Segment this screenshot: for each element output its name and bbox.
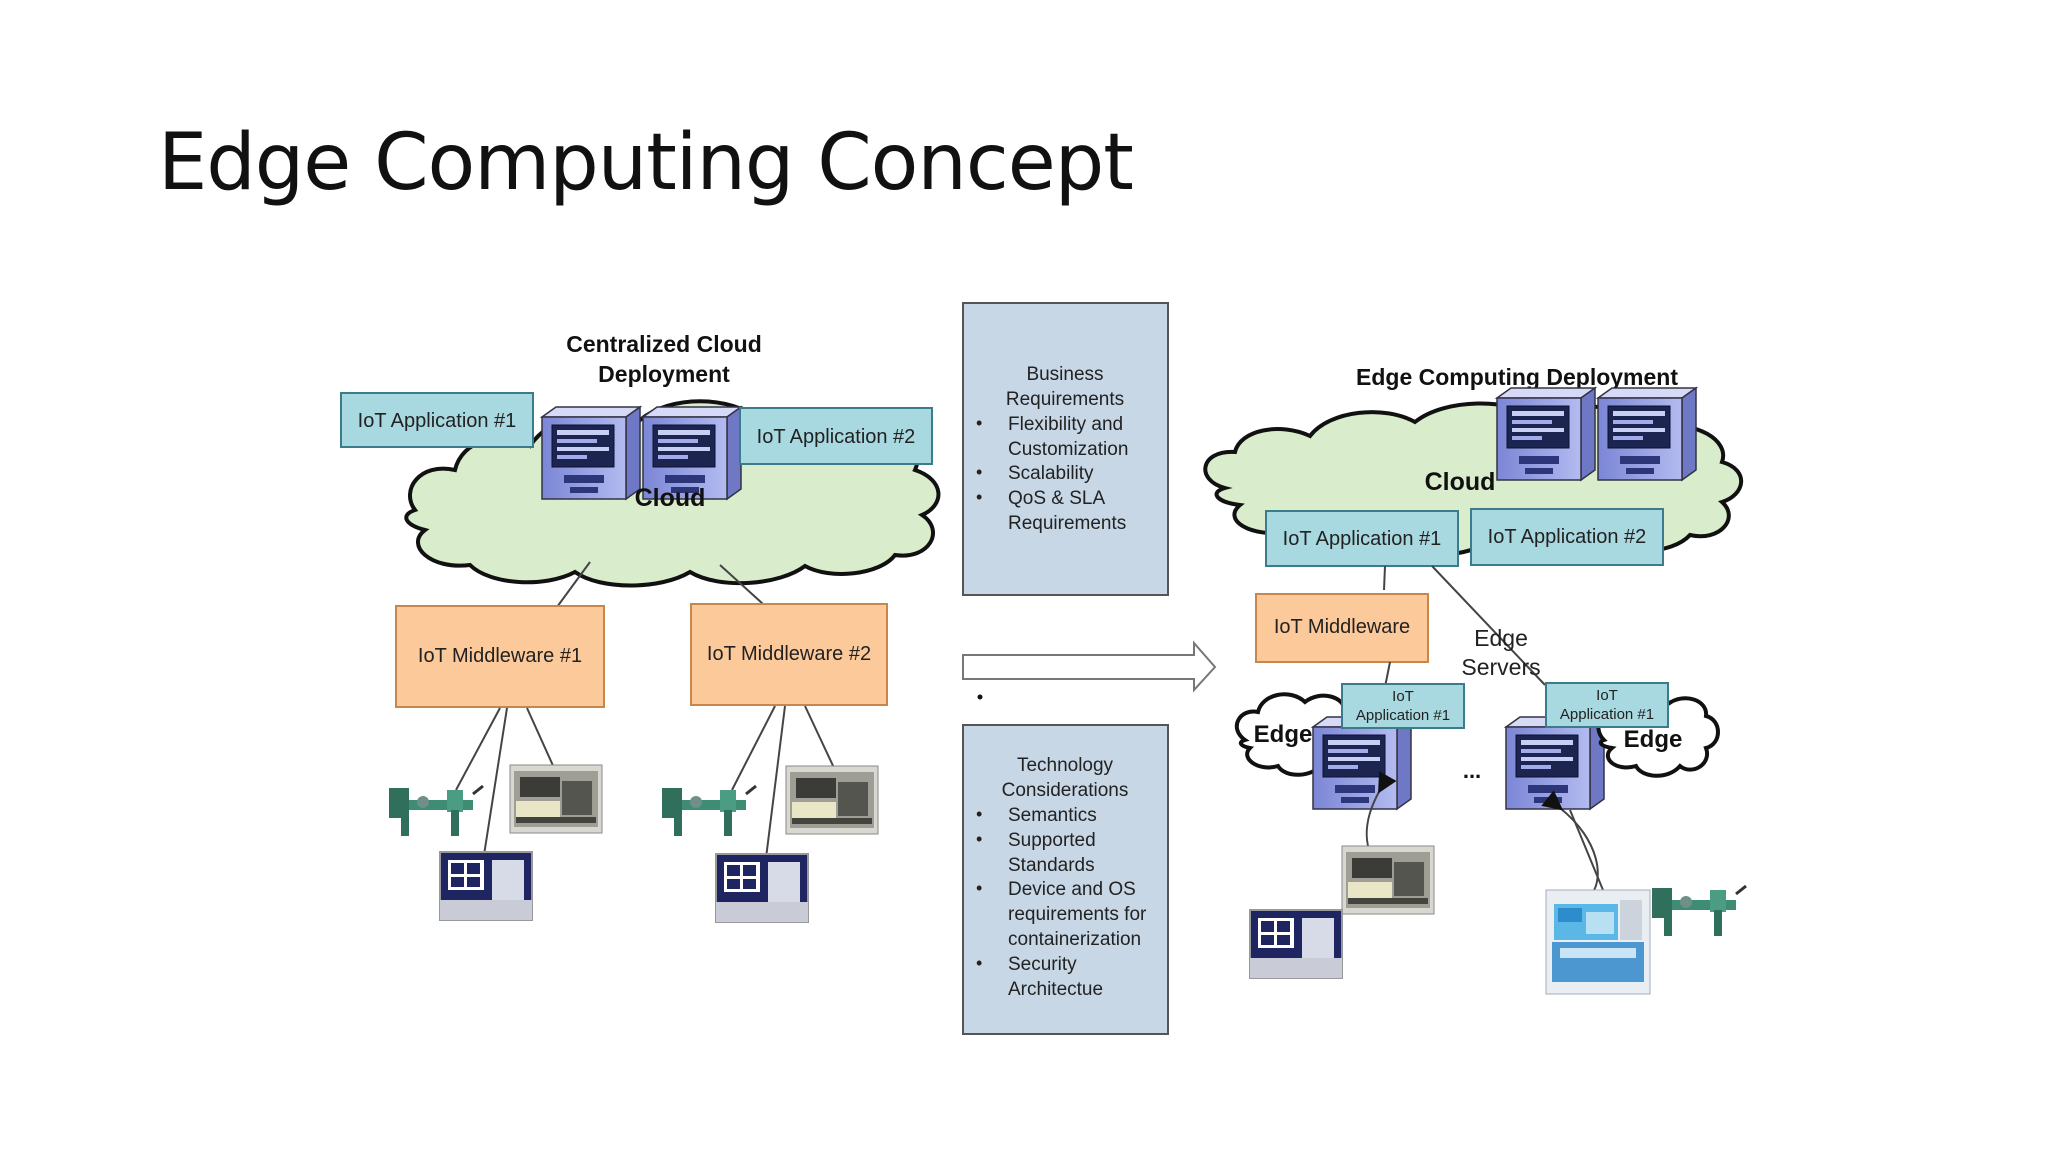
edge-app-right-line1: IoT	[1596, 687, 1618, 704]
left-app2-label: IoT Application #2	[757, 426, 916, 448]
right-cloud-label: Cloud	[1425, 468, 1496, 496]
right-cnc	[1249, 909, 1343, 979]
technology-bullet: •	[976, 829, 982, 849]
edge-app-right-line2: Application #1	[1560, 706, 1654, 723]
technology-panel	[962, 724, 1169, 1035]
right-app1-label: IoT Application #1	[1283, 528, 1442, 550]
link-mw1-photo	[526, 707, 556, 771]
right-app2-box	[1470, 508, 1664, 566]
right-middleware-box	[1255, 593, 1429, 663]
left-mw2-label: IoT Middleware #2	[707, 643, 871, 665]
stray-dot	[977, 694, 983, 700]
left-mw2-box	[690, 603, 888, 706]
technology-item-3-line1: Device and OS	[1008, 879, 1136, 900]
edge-server-right	[1505, 716, 1605, 810]
link-app1-middleware	[1383, 565, 1386, 591]
left-cloud-server-1	[541, 406, 641, 500]
business-item-1-line1: Flexibility and	[1008, 414, 1123, 435]
business-bullet: •	[976, 413, 982, 433]
link-edge-right-devices	[1541, 790, 1599, 897]
left-title-line1: Centralized Cloud	[566, 331, 762, 357]
technology-item-3-line2: requirements for	[1008, 904, 1147, 925]
transition-arrow	[962, 640, 1217, 693]
business-heading-line1: Business	[1026, 364, 1103, 385]
left-app2-box	[739, 407, 933, 465]
edge-app-left-line2: Application #1	[1356, 707, 1450, 724]
link-mw1-lathe	[455, 707, 501, 791]
business-bullet: •	[976, 487, 982, 507]
technology-heading-line1: Technology	[1017, 755, 1114, 776]
technology-item-2-line2: Standards	[1008, 855, 1095, 876]
technology-bullet: •	[976, 953, 982, 973]
left-cnc-1	[439, 851, 533, 921]
business-item-2-line1: Scalability	[1008, 463, 1094, 484]
link-mw1-cnc	[483, 707, 508, 856]
edge-left-label: Edge	[1254, 721, 1313, 748]
business-item-1-line2: Customization	[1008, 439, 1128, 460]
left-machine-photo-1	[509, 764, 603, 834]
business-bullet: •	[976, 462, 982, 482]
technology-item-1-line1: Semantics	[1008, 805, 1097, 826]
right-app1-box	[1265, 510, 1459, 567]
edge-ellipsis: ...	[1463, 758, 1481, 783]
left-app1-label: IoT Application #1	[358, 410, 517, 432]
technology-bullet: •	[976, 878, 982, 898]
business-item-3-line1: QoS & SLA	[1008, 488, 1105, 509]
left-machine-photo-2	[785, 765, 879, 835]
right-cloud-server-2	[1597, 387, 1697, 481]
link-mw2-photo	[804, 705, 836, 771]
edge-servers-label-line2: Servers	[1461, 654, 1540, 680]
right-title: Edge Computing Deployment	[1356, 364, 1678, 390]
edge-app-left-line1: IoT	[1392, 688, 1414, 705]
technology-item-4-line2: Architectue	[1008, 979, 1103, 1000]
edge-right-label: Edge	[1624, 726, 1683, 753]
business-item-3-line2: Requirements	[1008, 513, 1126, 534]
link-mw2-cnc	[765, 705, 786, 859]
technology-item-2-line1: Supported	[1008, 830, 1096, 851]
right-machine-photo	[1341, 845, 1435, 915]
link-app1-edge-right	[1431, 565, 1546, 686]
right-middleware-label: IoT Middleware	[1274, 616, 1410, 638]
left-lathe-2	[660, 784, 758, 838]
technology-bullet: •	[976, 804, 982, 824]
right-inspection-machine	[1545, 889, 1651, 995]
left-lathe-1	[387, 784, 485, 838]
business-heading-line2: Requirements	[1006, 389, 1124, 410]
edge-app-right-box	[1545, 682, 1669, 728]
left-mw1-box	[395, 605, 605, 708]
link-mw2-lathe	[731, 705, 776, 791]
link-edge-right-machine	[1569, 809, 1604, 891]
left-app1-box	[340, 392, 534, 448]
edge-app-left-box	[1341, 683, 1465, 729]
right-lathe	[1650, 884, 1748, 938]
business-panel	[962, 302, 1169, 596]
link-cloud-mw1	[556, 561, 591, 608]
technology-heading-line2: Considerations	[1002, 780, 1129, 801]
technology-item-3-line3: containerization	[1008, 929, 1141, 950]
right-cloud-server-1	[1496, 387, 1596, 481]
edge-servers-label-line1: Edge	[1474, 625, 1528, 651]
left-cnc-2	[715, 853, 809, 923]
right-app2-label: IoT Application #2	[1488, 526, 1647, 548]
edge-server-left	[1312, 716, 1412, 810]
left-title-line2: Deployment	[598, 361, 730, 387]
link-cloud-mw2	[719, 564, 764, 605]
technology-item-4-line1: Security	[1008, 954, 1077, 975]
slide-title: Edge Computing Concept	[158, 118, 1134, 208]
left-mw1-label: IoT Middleware #1	[418, 645, 582, 667]
left-cloud-label: Cloud	[635, 484, 706, 512]
